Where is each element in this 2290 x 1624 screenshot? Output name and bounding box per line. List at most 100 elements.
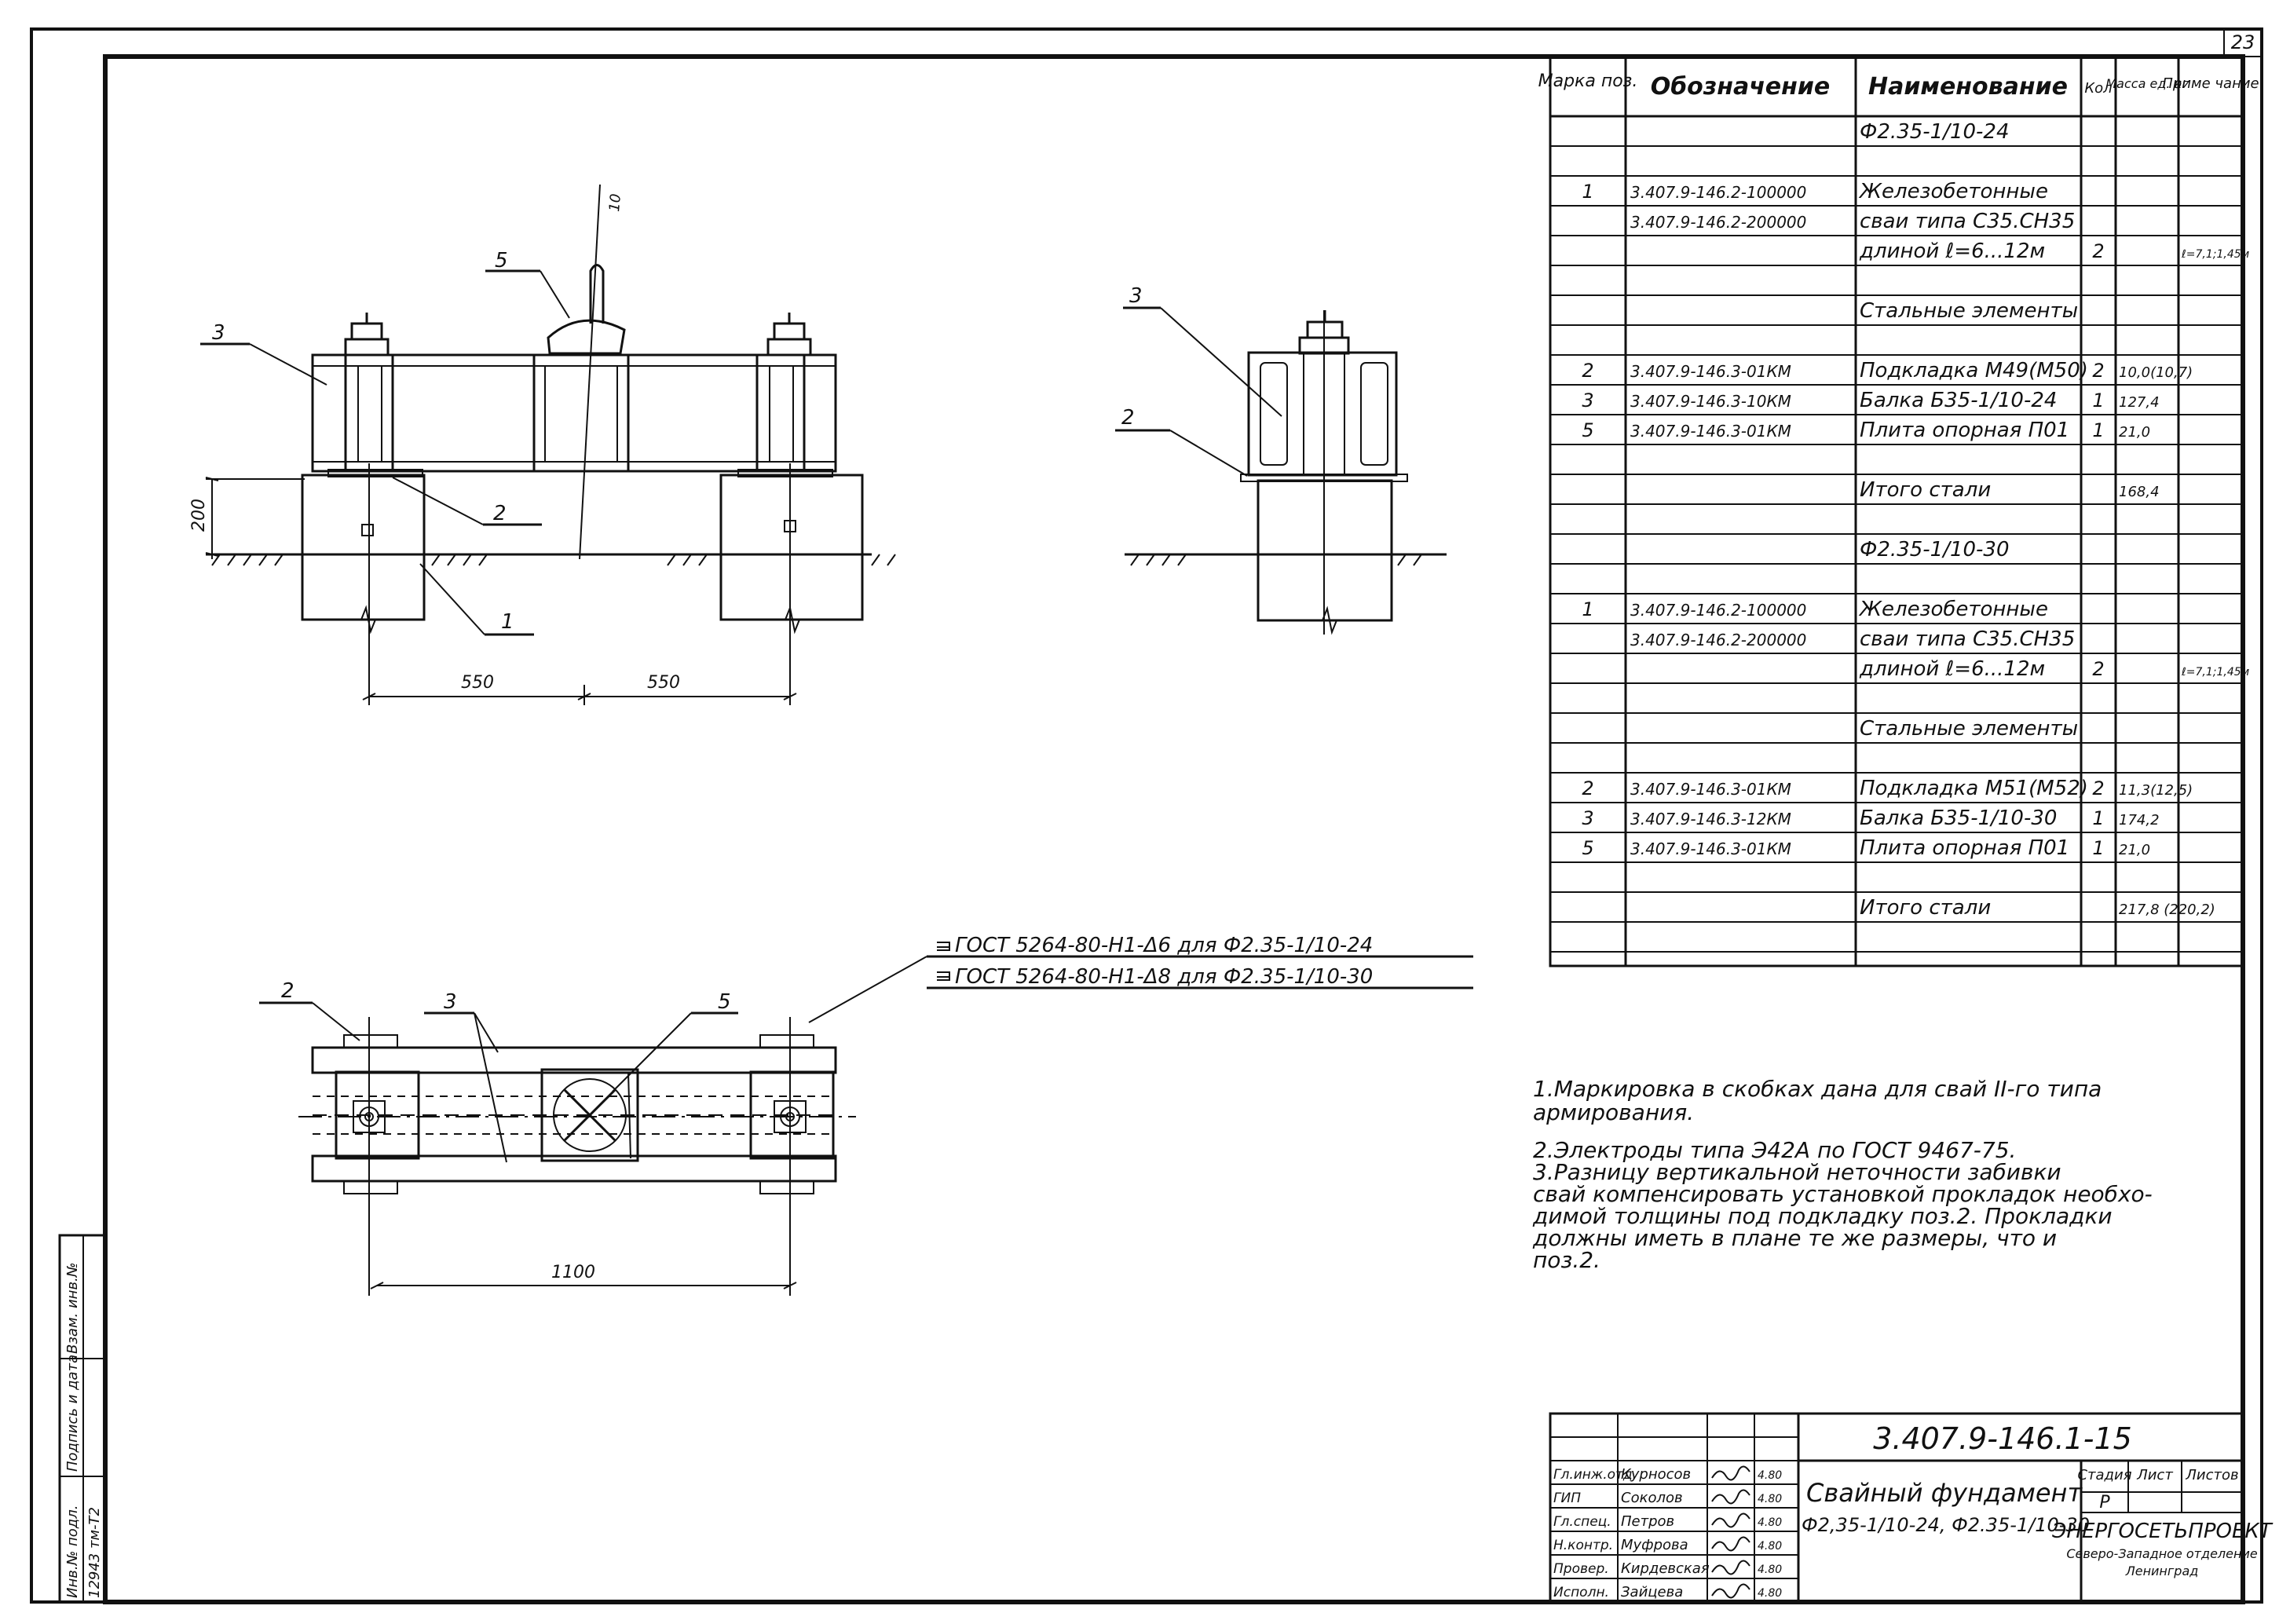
signature-scribble [1711,1465,1750,1481]
table-cell: 10,0(10,7) [2119,364,2193,381]
left-pile [301,474,426,621]
weld-note-30: ГОСТ 5264-80-Н1-Δ8 для Ф2.35-1/10-30 [955,965,1373,989]
table-cell: Итого стали [1860,896,1991,920]
side-stamp-inv-value: 12943 тм-Т2 [86,1507,103,1598]
table-cell: 3.407.9-146.3-12КМ [1630,810,1791,828]
callout-3-side: 3 [1129,284,1143,308]
dim-550-left: 550 [461,673,494,693]
table-cell: 2 [1582,777,1593,799]
table-cell: 1 [1582,181,1593,203]
signer-date: 4.80 [1758,1469,1782,1482]
side-view [1115,306,1447,635]
table-cell: 3.407.9-146.2-200000 [1630,213,1806,232]
table-cell: длиной ℓ=6...12м [1859,240,2045,263]
callout-3-plan: 3 [444,990,457,1014]
signer-date: 4.80 [1758,1564,1782,1576]
signer-date: 4.80 [1758,1516,1782,1529]
note-2: 2.Электроды типа Э42А по ГОСТ 9467-75. [1533,1137,2016,1163]
callout-1-front: 1 [501,610,514,634]
note-3: 3.Разницу вертикальной неточности забивк… [1532,1159,2160,1273]
signer-name: Петров [1621,1513,1674,1530]
dim-200: 200 [189,499,209,532]
table-cell: Плита опорная П01 [1860,419,2069,442]
table-header-mass: Масса ед. кг [2105,76,2189,91]
dim-1100: 1100 [551,1263,595,1282]
table-cell: 3.407.9-146.2-100000 [1630,601,1806,620]
table-cell: 21,0 [2119,424,2150,441]
table-cell: Подкладка М49(М50) [1860,359,2088,382]
table-cell: Плита опорная П01 [1860,836,2069,860]
signer-name: Соколов [1621,1490,1683,1506]
table-cell: 3.407.9-146.3-01КМ [1630,422,1791,441]
table-cell: 3 [1582,390,1593,411]
stage-header-stage: Стадия [2077,1467,2131,1483]
table-cell: Ф2.35-1/10-24 [1860,120,2010,144]
weld-symbols [808,942,1473,1023]
callout-2-side: 2 [1121,406,1135,430]
callout-5-front: 5 [495,249,508,272]
weld-note-24: ГОСТ 5264-80-Н1-Δ6 для Ф2.35-1/10-24 [955,934,1373,957]
callout-5-plan: 5 [718,990,731,1014]
signer-name: Муфрова [1621,1537,1688,1553]
signer-name: Курносов [1621,1466,1691,1483]
table-cell: 2 [2092,240,2104,262]
table-cell: Стальные элементы [1860,299,2078,323]
front-elevation-view [200,184,896,705]
table-cell: 2 [2092,360,2104,382]
table-cell: 1 [2092,419,2104,441]
dim-550-right: 550 [647,673,680,693]
table-cell: Итого стали [1860,478,1991,502]
org-sub1: Северо-Западное отделение [2066,1546,2258,1561]
signature-scribble [1711,1536,1750,1552]
table-cell: 127,4 [2119,394,2160,411]
signer-role: Н.контр. [1553,1538,1613,1553]
org-name: ЭНЕРГОСЕТЬПРОЕКТ [2051,1520,2274,1543]
signer-date: 4.80 [1758,1587,1782,1600]
side-stamp: Инв.№ подл. Подпись и дата Взам. инв.№ 1… [58,1234,107,1604]
table-cell: 3.407.9-146.2-100000 [1630,183,1806,202]
signer-role: Исполн. [1553,1585,1609,1600]
table-cell: 1 [2092,837,2104,859]
title-code: 3.407.9-146.1-15 [1873,1421,2132,1456]
stage-header-sheets: Листов [2185,1467,2238,1483]
signer-name: Кирдевская [1621,1560,1710,1577]
table-cell: 2 [1582,360,1593,382]
callout-3-front: 3 [212,321,225,345]
table-cell: 21,0 [2119,842,2150,858]
table-cell: 11,3(12,5) [2119,782,2193,799]
table-cell: Балка Б35-1/10-24 [1860,389,2057,412]
ground-hatch [211,554,896,566]
table-cell: 3.407.9-146.3-01КМ [1630,780,1791,799]
table-cell: 2 [2092,658,2104,680]
table-cell: Железобетонные [1858,598,2048,621]
table-cell: 1 [2092,390,2104,411]
signer-role: Гл.инж.отд. [1553,1467,1637,1483]
table-cell: 5 [1582,419,1593,441]
note-1: 1.Маркировка в скобках дана для свай II-… [1533,1076,2109,1125]
table-cell: ℓ=7,1;1,45м [2181,666,2250,678]
signature-scribble [1711,1560,1750,1575]
table-cell: 3.407.9-146.2-200000 [1630,631,1806,649]
table-cell: Железобетонные [1858,180,2048,203]
table-cell: 168,4 [2119,484,2160,500]
table-header-designation: Обозначение [1651,73,1831,101]
stage-value: Р [2099,1493,2110,1512]
signer-date: 4.80 [1758,1493,1782,1505]
title-main: Свайный фундамент [1806,1478,2083,1508]
table-cell: Ф2.35-1/10-30 [1860,538,2010,561]
side-stamp-sign: Подпись и дата [64,1355,81,1472]
signer-role: Гл.спец. [1553,1514,1611,1530]
table-cell: 3.407.9-146.3-01КМ [1630,362,1791,381]
side-stamp-inv: Инв.№ подл. [64,1505,81,1598]
table-cell: длиной ℓ=6...12м [1859,657,2045,681]
callout-2-plan: 2 [281,979,294,1003]
table-header-name: Наименование [1868,73,2068,101]
org-sub2: Ленинград [2125,1564,2199,1578]
table-cell: Подкладка М51(М52) [1860,777,2088,800]
table-cell: сваи типа С35.СН35 [1860,210,2075,233]
side-stamp-replace: Взам. инв.№ [64,1263,81,1355]
table-cell: Стальные элементы [1860,717,2078,741]
